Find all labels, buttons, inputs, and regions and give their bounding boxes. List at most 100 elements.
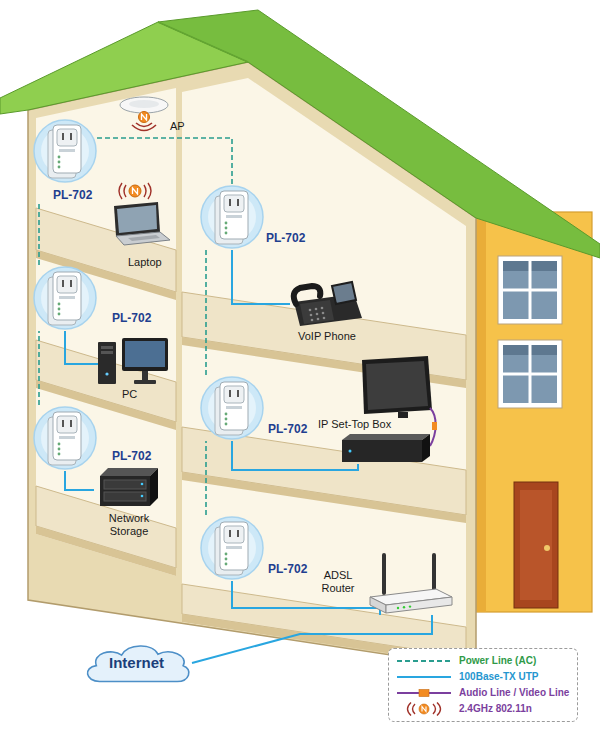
desktop-pc-icon [134,380,156,384]
powerline-adapter-icon [59,436,75,439]
voip-phone-icon [316,313,319,316]
roof [158,22,248,62]
adapter-label: PL-702 [112,449,151,463]
network-storage-icon [100,466,158,508]
powerline-adapter-icon [34,407,96,469]
powerline-adapter: PL-702 [33,265,152,331]
powerline-adapter-icon [59,296,75,299]
powerline-adapter-icon [224,386,244,403]
cloud-label: Internet [109,654,164,672]
legend-sample [433,704,436,714]
powerline-adapter-icon [70,133,72,140]
network-storage: Network Storage [94,466,164,538]
legend-sample [397,676,451,678]
set-top-box-icon [432,422,437,430]
voip-phone-icon [321,307,324,310]
powerline-adapter-icon [58,308,61,311]
legend-sample [422,707,426,712]
laptop-icon [129,185,141,197]
network-storage-icon [100,476,150,506]
powerline-adapter-icon [225,418,228,421]
set-top-box-icon [349,450,352,453]
roof [0,10,600,258]
powerline-adapter-icon [226,215,242,218]
adsl-router-icon [432,553,436,591]
desktop-pc-icon [98,338,170,386]
desktop-pc-icon [142,371,148,380]
adsl-router-icon [403,606,405,608]
powerline-adapter-icon [224,195,244,212]
powerline-adapter-icon [226,406,242,409]
legend-sample [419,704,429,714]
powerline-adapter-icon [229,199,231,206]
laptop-icon [144,185,146,197]
access-point-icon [118,96,174,136]
powerline-adapter-icon [58,453,61,456]
powerline-adapter-icon [200,375,264,441]
powerline-adapter-icon [201,377,263,439]
powerline-adapter-icon [225,553,228,556]
legend-row: Audio Line / Video Line [395,685,569,701]
house-wall [36,88,176,576]
set-top-box: IP Set-Top Box [318,356,438,464]
network-storage-icon [104,480,146,489]
legend-sample [413,704,416,714]
window [498,256,562,324]
desktop-pc-icon [125,341,165,367]
window [503,373,557,376]
legend-sample [397,660,451,662]
door [544,545,550,551]
adapter-label: PL-702 [53,188,92,202]
annex-building [476,212,486,612]
laptop-icon [119,183,122,199]
ethernet-cable [65,331,98,364]
power-line-connector [205,250,207,375]
voip-phone-icon [309,309,312,312]
powerline-adapter-icon [70,420,72,427]
legend-sample [395,702,453,716]
voip-phone-icon [311,319,314,322]
powerline-adapter-icon [220,522,248,570]
access-point-icon [120,97,168,113]
adsl-router: ADSL Router [312,553,452,615]
powerline-adapter: PL-702 [33,118,97,202]
network-storage-icon [141,483,144,486]
powerline-adapter-icon [237,199,239,206]
powerline-adapter-icon [237,390,239,397]
voip-phone-icon [300,300,334,324]
powerline-adapter-icon [58,303,61,306]
laptop-icon [128,235,160,241]
powerline-adapter-icon [237,530,239,537]
powerline-adapter-icon [58,313,61,316]
powerline-adapter-icon [33,118,97,184]
powerline-adapter-icon [200,184,264,250]
window [498,340,562,408]
powerline-adapter-icon [33,265,97,331]
powerline-adapter: PL-702 [200,184,306,250]
access-point: AP [118,96,185,136]
power-line-connector [38,331,40,405]
set-top-box-icon [366,361,428,410]
powerline-adapter: PL-702 [200,375,308,441]
powerline-adapter-icon [57,416,77,433]
powerline-adapter-icon [53,125,81,173]
powerline-adapter-icon [225,232,228,235]
legend-row: 2.4GHz 802.11n [395,701,569,717]
adsl-router-icon [386,597,452,613]
powerline-adapter-icon [225,222,228,225]
powerline-adapter-icon [225,558,228,561]
powerline-adapter-icon [62,133,64,140]
voip-phone-icon [315,308,318,311]
laptop-icon [114,202,160,236]
desktop-pc-icon [122,338,168,371]
desktop-pc: PC [98,338,170,401]
powerline-adapter-icon [57,129,77,146]
annex-building [476,212,592,612]
access-point-icon [129,100,159,108]
door [514,482,558,608]
voip-phone: VoIP Phone [290,280,362,343]
legend-sample [395,686,453,700]
laptop: Laptop [100,182,170,269]
ethernet-cable [232,581,380,615]
